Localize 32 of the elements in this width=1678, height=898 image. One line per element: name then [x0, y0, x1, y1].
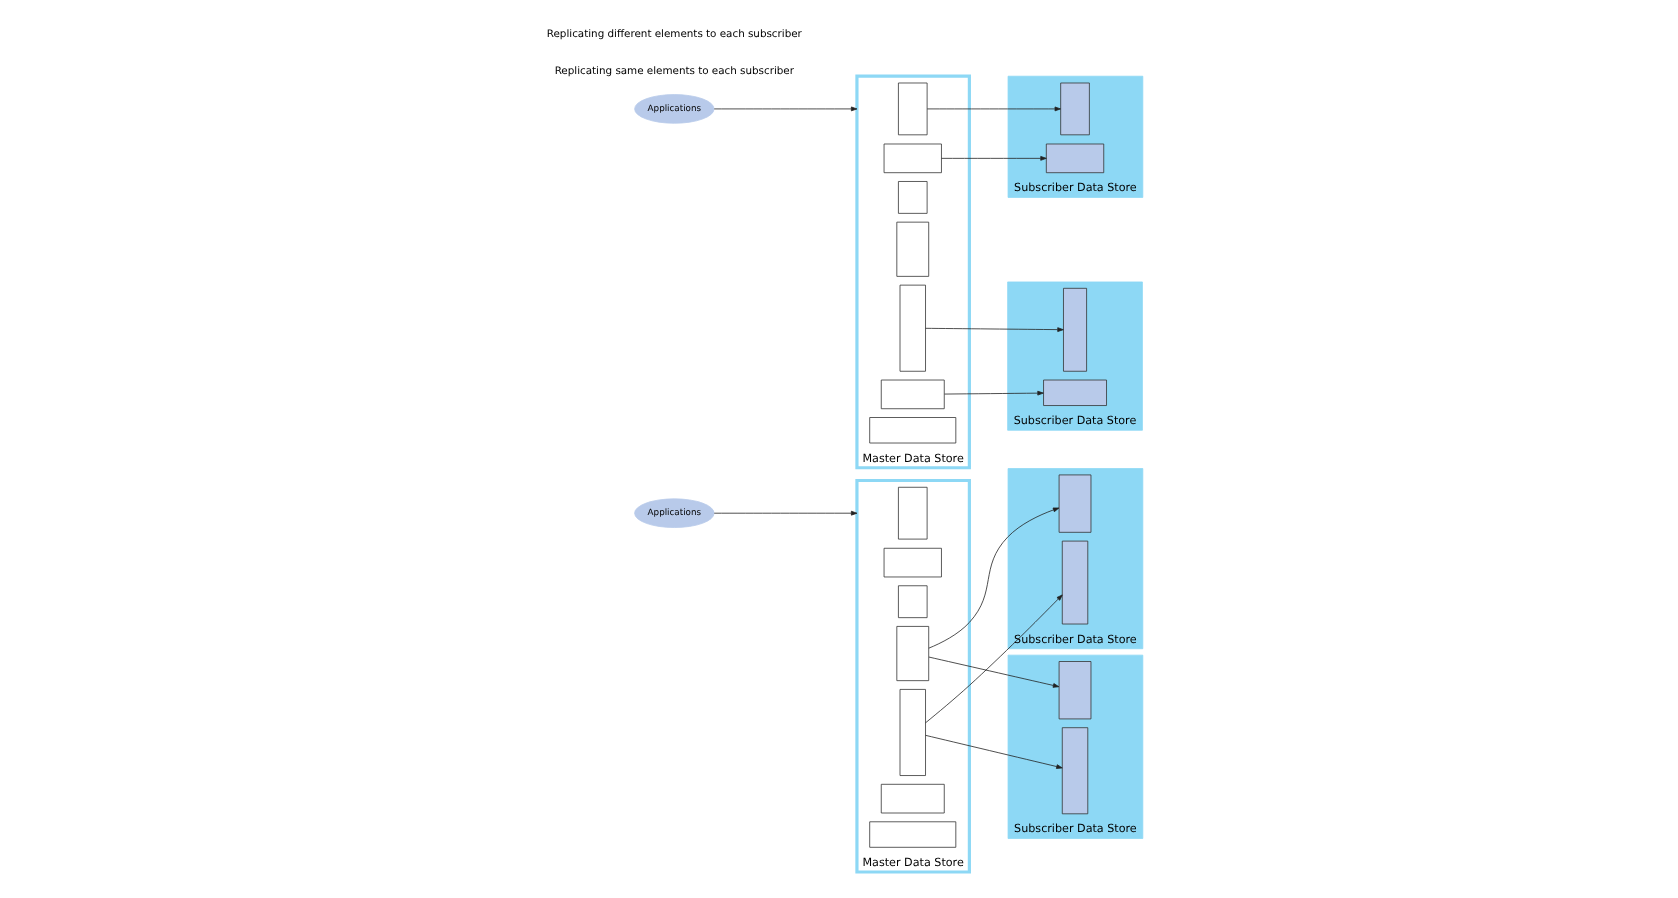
node-box — [1057, 661, 1091, 720]
arrow — [927, 656, 1059, 688]
arrow — [924, 327, 1063, 332]
node-box — [897, 181, 927, 214]
node-box — [1060, 727, 1088, 815]
node-box — [879, 783, 944, 814]
arrow — [940, 156, 1046, 161]
arrow — [925, 106, 1060, 112]
node-box — [882, 143, 941, 174]
arrow — [712, 106, 857, 112]
node-box — [1060, 540, 1088, 625]
node-box — [879, 379, 944, 410]
node-box — [895, 221, 929, 277]
node-box — [897, 82, 927, 136]
node-box — [898, 284, 925, 372]
node-box — [898, 689, 925, 776]
arrow — [927, 507, 1059, 649]
node-box — [1057, 474, 1091, 533]
arrow — [924, 594, 1062, 724]
node-box — [897, 585, 927, 619]
node-box — [868, 821, 956, 848]
arrow — [943, 390, 1043, 396]
node-box — [1042, 379, 1106, 406]
node-box — [868, 417, 956, 444]
node-box — [1059, 82, 1089, 136]
node-box — [895, 626, 929, 682]
arrow — [712, 510, 857, 516]
node-box — [1062, 287, 1086, 372]
node-box — [897, 486, 927, 540]
node-box — [882, 547, 941, 578]
node-box — [1044, 143, 1104, 174]
arrow — [924, 734, 1062, 769]
